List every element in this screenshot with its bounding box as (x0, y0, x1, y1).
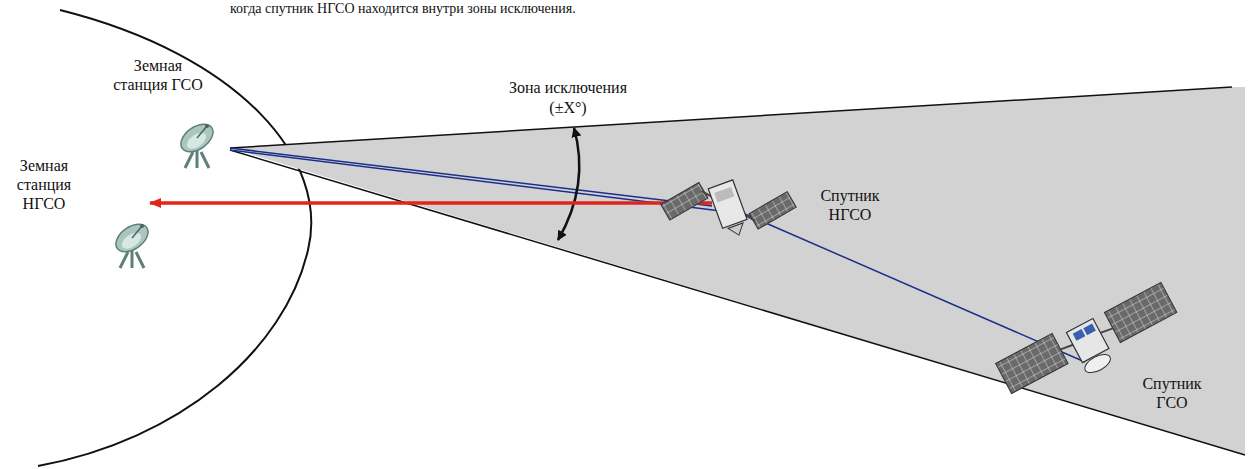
gso-sight-line (230, 150, 1085, 362)
zone-angle-label: (±X°) (508, 98, 628, 117)
exclusion-zone (230, 87, 1245, 455)
station-label: Земная станция НГСО (4, 156, 84, 213)
zone-upper-edge (230, 87, 1232, 148)
interference-arrow (150, 201, 712, 205)
gso-earth-station (176, 119, 218, 168)
satellite-label: Спутник НГСО (808, 186, 892, 224)
ngso-earth-station (111, 219, 153, 268)
satellite-label: Спутник ГСО (1130, 374, 1214, 412)
cut-off-note: когда спутник НГСО находится внутри зоны… (230, 1, 576, 17)
zone-lower-edge (230, 150, 1245, 455)
zone-angle-arrow (558, 128, 579, 240)
zone-label: Зона исключения (468, 78, 668, 97)
ngso-satellite (658, 154, 799, 257)
gso-sight-line (230, 148, 712, 206)
station-label: Земная станция ГСО (113, 56, 203, 94)
earth-outline (38, 10, 311, 466)
